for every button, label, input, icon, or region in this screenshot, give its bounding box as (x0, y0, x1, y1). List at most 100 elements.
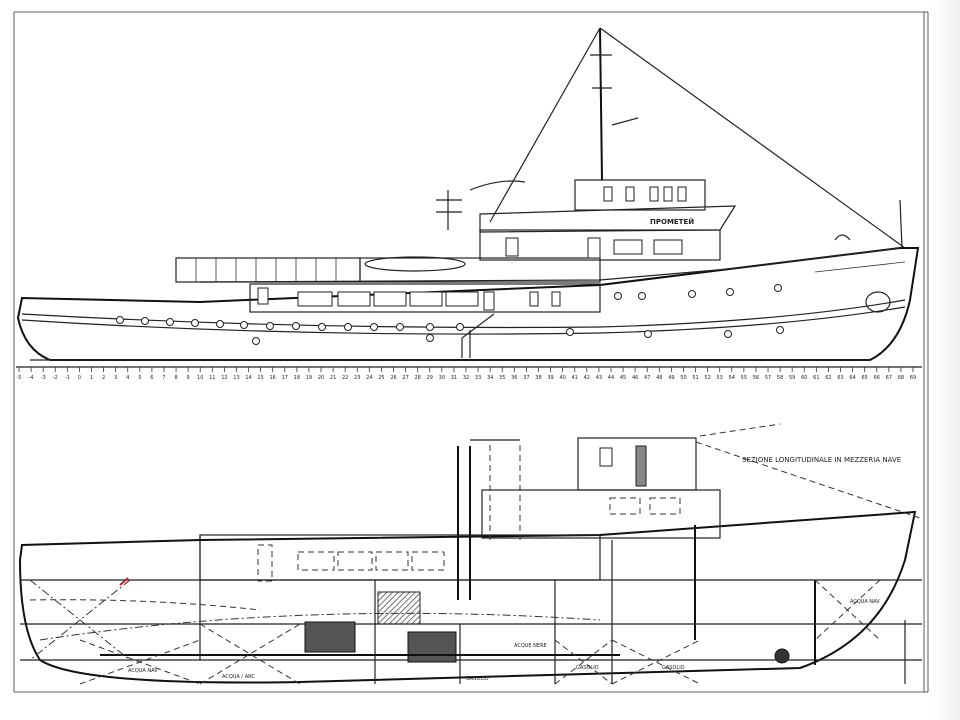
ruler-label: 63 (837, 375, 843, 381)
ruler-label: 16 (270, 375, 276, 381)
ruler-label: 68 (898, 375, 904, 381)
ruler-label: 4 (126, 375, 129, 381)
ruler-label: 58 (777, 375, 783, 381)
portholes (116, 284, 784, 345)
ruler-label: 26 (390, 375, 396, 381)
ruler-label: 51 (692, 375, 698, 381)
ruler-label: 12 (221, 375, 227, 381)
ruler-label: 61 (813, 375, 819, 381)
ruler-label: 42 (584, 375, 590, 381)
ruler-label: 3 (114, 375, 117, 381)
tank-label-gasolio-3: GASOLIO (662, 665, 685, 671)
main-mast (599, 27, 603, 181)
ruler-label: 31 (451, 375, 457, 381)
ruler-label: -2 (53, 375, 58, 381)
ruler-label: 18 (294, 375, 300, 381)
section-view: SEZIONE LONGITUDINALE IN MEZZERIA NAVE (18, 423, 922, 685)
main-engine (304, 621, 356, 653)
ruler-label: 43 (596, 375, 602, 381)
drawing-frame (13, 11, 929, 693)
hatched-block (377, 591, 421, 625)
ruler-label: 13 (233, 375, 239, 381)
hull-section (18, 510, 917, 684)
ruler-label: 53 (717, 375, 723, 381)
bow-thruster (774, 648, 790, 664)
ruler-label: 44 (608, 375, 614, 381)
ship-name: ПРОМЕТЕЙ (650, 217, 694, 226)
ruler-label: 7 (162, 375, 165, 381)
ruler-label: 17 (282, 375, 288, 381)
ruler-label: 24 (366, 375, 372, 381)
ruler-label: 41 (572, 375, 578, 381)
tank-label-acqua-nav-aft: ACQUA NAV (128, 668, 158, 674)
ruler-label: 5 (138, 375, 141, 381)
ruler-label: 59 (789, 375, 795, 381)
ruler-label: 27 (402, 375, 408, 381)
deckhouse-windows (257, 287, 561, 311)
ruler-label: 9 (187, 375, 190, 381)
ruler-label: -3 (41, 375, 46, 381)
ruler-label: 11 (209, 375, 215, 381)
ruler-label: 40 (559, 375, 565, 381)
ruler-label: 39 (547, 375, 553, 381)
tank-label-acque-nere: ACQUE NERE (514, 643, 547, 649)
ruler-label: 64 (849, 375, 855, 381)
backstay (489, 27, 601, 223)
ruler-label: 2 (102, 375, 105, 381)
ruler-label: 69 (910, 375, 916, 381)
tank-crosses (29, 579, 881, 685)
ruler-label: 49 (668, 375, 674, 381)
ruler-label: 54 (729, 375, 735, 381)
ruler-label: 6 (150, 375, 153, 381)
ruler-label: 37 (523, 375, 529, 381)
ruler-label: 35 (499, 375, 505, 381)
ruler-label: 38 (535, 375, 541, 381)
ruler-label: 46 (632, 375, 638, 381)
ruler-label: 65 (861, 375, 867, 381)
ruler-label: 19 (306, 375, 312, 381)
ruler-label: 25 (378, 375, 384, 381)
ruler-label: -4 (29, 375, 34, 381)
ruler-label: 28 (414, 375, 420, 381)
tank-label-gasolio-2: GASOLIO (576, 665, 599, 671)
ruler-label: 15 (257, 375, 263, 381)
ruler-label: -1 (65, 375, 70, 381)
ruler-label: 62 (825, 375, 831, 381)
ruler-label: 29 (427, 375, 433, 381)
profile-view: ПРОМЕТЕЙ (16, 27, 920, 361)
ruler-label: 36 (511, 375, 517, 381)
wheelhouse (574, 179, 706, 211)
ruler-label: 52 (704, 375, 710, 381)
ruler-label: 67 (886, 375, 892, 381)
ruler-label: 66 (874, 375, 880, 381)
ruler-label: 0 (78, 375, 81, 381)
ruler-label: 20 (318, 375, 324, 381)
ruler-label: 30 (439, 375, 445, 381)
ruler-label: 48 (656, 375, 662, 381)
section-windows (257, 497, 681, 582)
ruler-label: 57 (765, 375, 771, 381)
ruler-label: 23 (354, 375, 360, 381)
page-edge-shadow (930, 0, 960, 720)
ruler-label: 47 (644, 375, 650, 381)
ruler-label: 56 (753, 375, 759, 381)
ruler-label: 50 (680, 375, 686, 381)
ruler-label: 32 (463, 375, 469, 381)
ruler-label: 14 (245, 375, 251, 381)
ruler-label: 8 (174, 375, 177, 381)
tank-label-gasolio-1: GASOLIO (466, 676, 489, 682)
section-title: SEZIONE LONGITUDINALE IN MEZZERIA NAVE (742, 456, 901, 464)
ruler-label: 45 (620, 375, 626, 381)
ruler-label: 1 (90, 375, 93, 381)
rail-stanchions (195, 258, 337, 282)
ruler-label: 22 (342, 375, 348, 381)
ruler-label: 21 (330, 375, 336, 381)
tank-label-acqua-nav-fore: ACQUA NAV (850, 599, 880, 605)
tank-label-acqua-arc: ACQUA / ARC (222, 674, 255, 680)
ruler-label: -5 (17, 375, 22, 381)
forestay (599, 27, 906, 249)
ruler-label: 55 (741, 375, 747, 381)
